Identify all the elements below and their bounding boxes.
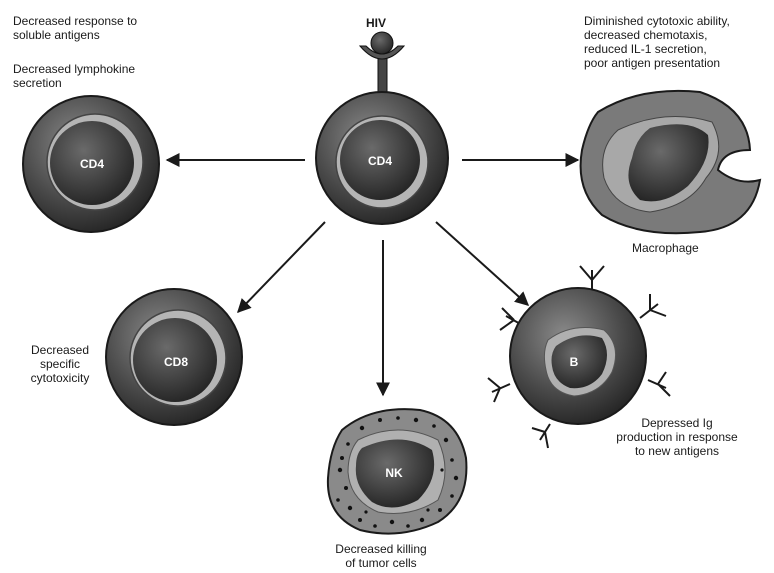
cd4-response-caption: Decreased response to soluble antigens [13, 14, 137, 42]
b-label: B [570, 355, 579, 369]
center-cd4-label: CD4 [368, 154, 392, 168]
hiv-label: HIV [366, 16, 386, 30]
cd4-label: CD4 [80, 157, 104, 171]
macrophage-function-caption: Diminished cytotoxic ability, decreased … [584, 14, 730, 70]
b-caption: Depressed Ig production in response to n… [602, 416, 752, 458]
nk-label: NK [385, 466, 403, 480]
cd8-label: CD8 [164, 355, 188, 369]
hiv-virion [371, 32, 393, 54]
cd4-cell: CD4 [23, 96, 159, 232]
cd8-cell: CD8 [106, 289, 242, 425]
cd8-caption: Decreased specific cytotoxicity [20, 343, 100, 385]
nk-cell: NK [328, 409, 467, 533]
arrow-to-cd8 [238, 222, 325, 312]
macrophage-label: Macrophage [632, 241, 699, 255]
arrow-to-b [436, 222, 528, 305]
cd4-lymphokine-caption: Decreased lymphokine secretion [13, 62, 135, 90]
macrophage-cell [581, 91, 760, 233]
center-cd4-cell: CD4 [316, 32, 448, 224]
nk-caption: Decreased killing of tumor cells [313, 542, 449, 570]
